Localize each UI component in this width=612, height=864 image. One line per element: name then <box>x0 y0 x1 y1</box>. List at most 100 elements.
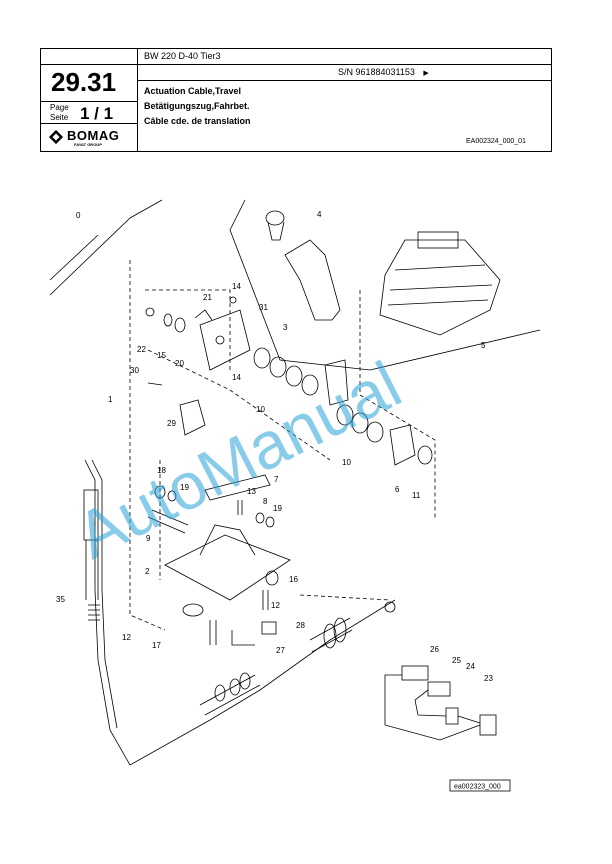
knob-part <box>265 210 285 226</box>
header-frame <box>40 48 552 152</box>
callout: 26 <box>430 645 439 654</box>
callout: 24 <box>466 662 475 671</box>
o-ring <box>265 570 279 586</box>
callout: 19 <box>180 483 189 492</box>
washer <box>269 356 287 378</box>
brand-name: BOMAG <box>67 128 120 143</box>
callout: 5 <box>481 341 486 350</box>
callout: 15 <box>157 351 166 360</box>
wire-part <box>231 630 255 646</box>
base-plate <box>199 524 256 556</box>
cable-nut <box>239 672 251 690</box>
page-of: 1 / 1 <box>80 104 114 123</box>
small-screw <box>229 296 237 304</box>
header-rule <box>40 123 138 124</box>
callout: 4 <box>317 210 322 219</box>
callout: 19 <box>273 504 282 513</box>
washer <box>336 404 354 426</box>
title-fr: Câble cde. de translation <box>144 116 251 126</box>
parts-page-header: 29.31 Page Seite 1 / 1 BOMAG FAYAT GROUP… <box>40 48 552 152</box>
header-rule <box>137 80 551 81</box>
header-divider <box>137 48 138 151</box>
callout: 35 <box>56 595 65 604</box>
base-plate <box>164 534 291 601</box>
callout: 23 <box>484 674 493 683</box>
callout: 2 <box>145 567 150 576</box>
callout: 6 <box>395 485 400 494</box>
cable-nut <box>229 678 241 696</box>
knob-part <box>267 221 285 241</box>
serial-number: S/N 961884031153 ▶ <box>338 67 429 77</box>
bolt <box>262 590 269 610</box>
callout: 20 <box>175 359 184 368</box>
small-screw <box>147 382 163 386</box>
harness-wire <box>384 674 481 741</box>
cable-nut <box>214 684 226 702</box>
washer <box>167 490 177 502</box>
shift-arm <box>324 359 349 406</box>
callout: 31 <box>259 303 268 312</box>
leader-line <box>299 594 391 601</box>
connector <box>445 707 459 725</box>
small-screw <box>145 307 155 317</box>
page-label-en: Page <box>50 103 69 112</box>
callout: 9 <box>146 534 151 543</box>
figure-code: ea002323_000 <box>449 779 511 792</box>
callout: 17 <box>152 641 161 650</box>
page-label: Page Seite <box>50 103 69 123</box>
cable-boot <box>333 617 347 643</box>
lever-arm <box>389 424 416 466</box>
washer <box>154 485 166 499</box>
sensor-block <box>401 665 429 681</box>
leader-line <box>49 234 99 281</box>
harness-wire <box>414 689 447 717</box>
pin-part <box>147 509 189 534</box>
washer <box>285 365 303 387</box>
bar-part <box>204 474 271 501</box>
washer <box>366 421 384 443</box>
page-number: 29.31 <box>51 67 117 97</box>
washer <box>351 412 369 434</box>
header-rule <box>40 64 138 65</box>
callout: 10 <box>342 458 351 467</box>
bracket-plate-hole <box>215 335 225 345</box>
title-de: Betätigungszug,Fahrbet. <box>144 101 250 111</box>
lever-part <box>284 239 341 321</box>
callout: 28 <box>296 621 305 630</box>
bomag-logo-icon <box>48 129 64 145</box>
callout: 30 <box>130 366 139 375</box>
page-label-de: Seite <box>50 113 69 122</box>
model-name: BW 220 D-40 Tier3 <box>144 51 221 61</box>
callout: 27 <box>276 646 285 655</box>
callout: 14 <box>232 282 241 291</box>
rubber-boot <box>417 231 459 249</box>
callout: 1 <box>108 395 113 404</box>
callout: 12 <box>122 633 131 642</box>
frame-line <box>129 260 166 631</box>
washer <box>417 445 433 465</box>
figure-code-box <box>449 779 511 792</box>
cable-sleeve <box>83 489 99 541</box>
cable-end-eye <box>384 601 396 613</box>
callout: 16 <box>289 575 298 584</box>
callout: 22 <box>137 345 146 354</box>
cable-spring <box>88 604 100 621</box>
brand-sub: FAYAT GROUP <box>74 142 102 147</box>
cable-sleeve <box>85 540 99 600</box>
next-arrow-icon[interactable]: ▶ <box>423 70 429 77</box>
bracket-plate <box>199 309 251 371</box>
callout: 18 <box>157 466 166 475</box>
harness-wire <box>457 715 481 724</box>
bolt <box>209 620 217 645</box>
callout: 3 <box>283 323 288 332</box>
connector <box>479 714 497 736</box>
callout: 13 <box>247 487 256 496</box>
doc-code: EA002324_000_01 <box>466 138 526 145</box>
callout: 11 <box>412 491 421 500</box>
washer <box>174 317 186 333</box>
figure-code-text: ea002323_000 <box>454 784 501 791</box>
callout: 29 <box>167 419 176 428</box>
cable-rod <box>199 674 261 716</box>
washer <box>163 313 173 327</box>
callout: 25 <box>452 656 461 665</box>
